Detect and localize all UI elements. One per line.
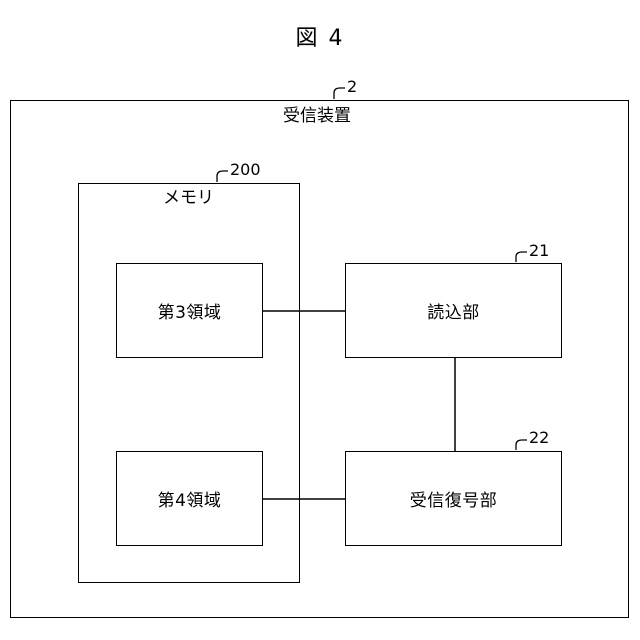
- leader-decoder-ref: [516, 440, 527, 450]
- leader-memory-ref: [217, 171, 228, 182]
- leader-reader-ref: [516, 252, 527, 262]
- leader-device-ref: [334, 88, 345, 99]
